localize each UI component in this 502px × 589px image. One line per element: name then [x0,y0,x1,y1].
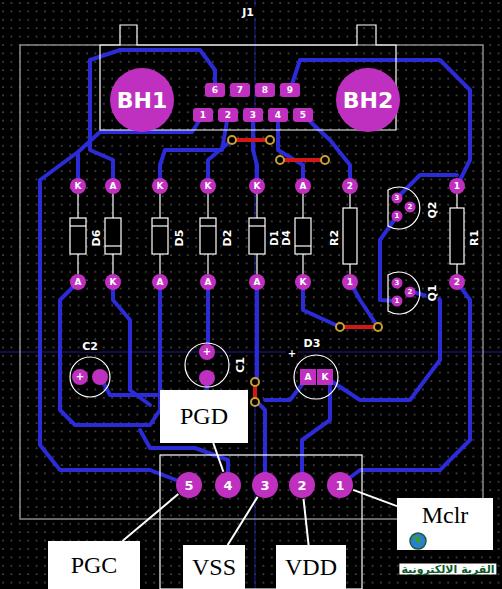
pad-label: 6 [212,86,218,95]
pad-label: 3 [250,111,256,120]
header-pad: 5 [176,472,202,498]
pad-label: 2 [408,204,413,211]
part-name: Q1 [427,282,438,303]
pin-number: 4 [223,479,232,492]
pad-label: + [203,347,211,357]
part-name: D6 [91,228,102,249]
pad-label: 1 [395,298,400,305]
mounting-hole [110,68,174,132]
crosshair [0,352,502,353]
signal-name: PGD [180,403,228,429]
pad-label: 1 [200,111,206,120]
pad-label: + [76,372,84,382]
diode-symbol [70,218,311,254]
pad-label: 2 [347,182,353,191]
resistor-symbol [343,208,464,264]
pad-label: BH2 [343,90,394,112]
pad-label: K [110,278,117,287]
pad-label: 3 [395,195,400,202]
callout-box: VDD [276,545,346,589]
pad-label: K [322,373,329,382]
leader-line [304,499,309,545]
pad-label: 2 [225,111,231,120]
pad-label: A [205,278,212,287]
connector-outline [100,25,396,589]
pad-label: K [75,182,82,191]
pad-label: 3 [395,280,400,287]
part-name: D3 [302,338,323,349]
pad-label: BH1 [117,90,168,112]
copper-traces [40,50,470,485]
part-name: D4 [282,228,292,247]
header-pad: 4 [215,472,241,498]
pad-label: K [300,278,307,287]
part-name: Q2 [427,199,438,220]
pad-label: 5 [300,111,306,120]
watermark: القرية الالكترونية [399,564,496,575]
pad-label: K [157,182,164,191]
part-name: R2 [329,228,340,248]
pad-label: A [110,182,117,191]
pin-number: 1 [335,479,344,492]
pin-number: 3 [260,479,269,492]
pad-label: 7 [237,86,243,95]
top-traces [232,140,378,402]
part-name: D5 [174,228,185,249]
pad-label: A [75,278,82,287]
board-outline [20,45,483,519]
via [228,136,382,406]
pad-label: K [254,182,261,191]
part-name: D1 [270,228,280,247]
pad-label: 4 [275,111,281,120]
pad-label: 1 [454,182,460,191]
part-name: R1 [469,228,480,248]
part-name: + [286,349,298,359]
pad-label: 2 [408,289,413,296]
pad-label: 1 [347,278,353,287]
header-pad: 2 [289,472,315,498]
header-pad: 1 [327,472,353,498]
pad-label: 9 [287,86,293,95]
pad-label: A [157,278,164,287]
callout-box: PGC [48,541,140,589]
signal-name: VDD [285,554,337,580]
pad-label: A [300,182,307,191]
leader-line [228,497,258,545]
part-name: C2 [80,341,100,352]
leader-line [123,494,179,541]
callout-box: Mclr [397,498,493,550]
part-name: C1 [235,355,246,375]
component-leads [78,186,457,282]
callout-box: VSS [183,545,245,589]
leader-line [213,443,223,472]
pad-label: 8 [262,86,268,95]
pad-label: K [205,182,212,191]
db9-pads [193,83,313,122]
callout-box: PGD [160,390,248,443]
signal-name: VSS [192,554,236,580]
pad-label: A [305,373,312,382]
signal-name: PGC [71,552,118,578]
part-name: D2 [222,228,233,249]
pad-label: 2 [454,278,460,287]
pad-label: A [254,278,261,287]
component-pads [70,178,465,386]
header-pad: 3 [252,472,278,498]
transistor-outline [388,187,420,314]
signal-name: Mclr [422,502,469,528]
pin-number: 5 [184,479,193,492]
pin-number: 2 [297,479,306,492]
pad-label: 1 [395,213,400,220]
part-name: J1 [240,7,256,18]
mounting-hole [336,68,400,132]
leader-line [353,490,397,506]
